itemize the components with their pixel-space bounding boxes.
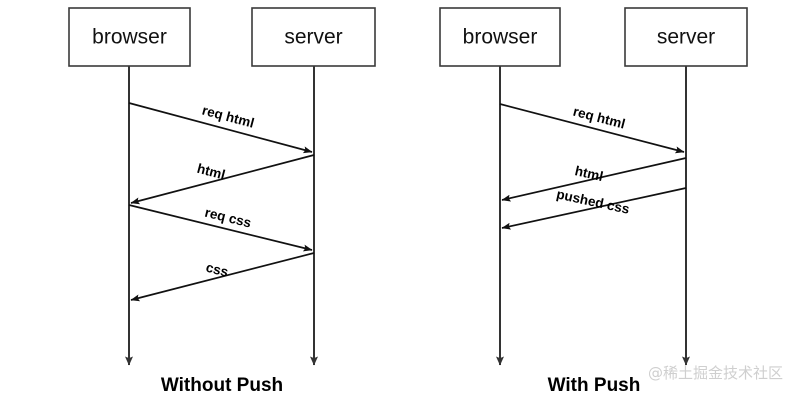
message-arrow-html-right (501, 157, 687, 202)
message-label-req-html-right: req html (571, 104, 626, 132)
participant-server-right: server (624, 7, 748, 366)
participant-box-browser-right (439, 7, 561, 67)
message-label-req-html-left: req html (200, 103, 255, 131)
message-label-req-css-left: req css (203, 205, 253, 231)
message-label-css-left: css (204, 260, 230, 280)
message-arrow-pushed-css-right (501, 187, 687, 230)
participant-label-server-right: server (657, 26, 715, 49)
caption-with-push: With Push (548, 375, 641, 396)
caption-without-push: Without Push (161, 375, 283, 396)
participant-box-server-right (624, 7, 748, 67)
participant-label-browser-left: browser (92, 26, 167, 49)
message-arrow-req-css-left (128, 204, 313, 252)
message-req-css-left: req css (128, 204, 313, 252)
message-req-html-right: req html (499, 103, 685, 154)
message-req-html-left: req html (128, 102, 313, 154)
message-pushed-css-right: pushed css (501, 186, 687, 230)
message-html-right: html (501, 157, 687, 202)
message-label-html-left: html (195, 161, 226, 183)
participant-box-browser-left (68, 7, 191, 67)
participant-label-server-left: server (284, 26, 342, 49)
diagram-without-push: browser server req html html req css cssWitho… (68, 7, 376, 396)
watermark: @稀土掘金技术社区 (648, 364, 783, 382)
message-arrow-req-html-right (499, 103, 685, 154)
participant-browser-right: browser (439, 7, 561, 366)
message-label-html-right: html (573, 163, 604, 184)
participant-browser-left: browser (68, 7, 191, 366)
message-html-left: html (130, 154, 315, 205)
message-arrow-req-html-left (128, 102, 313, 154)
message-label-pushed-css-right: pushed css (555, 186, 631, 216)
message-css-left: css (130, 252, 315, 302)
message-arrow-html-left (130, 154, 315, 205)
participant-label-browser-right: browser (463, 26, 538, 49)
participant-server-left: server (251, 7, 376, 366)
participant-box-server-left (251, 7, 376, 67)
message-arrow-css-left (130, 252, 315, 302)
